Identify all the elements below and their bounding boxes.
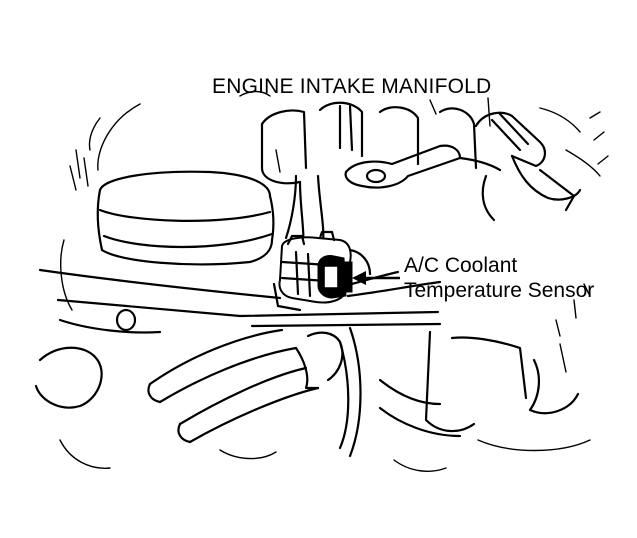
sensor-callout-line-2: Temperature Sensor: [404, 279, 595, 302]
intake-manifold: [239, 90, 491, 252]
lower-hoses: [34, 326, 362, 469]
right-fitting: [474, 107, 609, 222]
air-duct: [60, 103, 275, 311]
diagram-title: ENGINE INTAKE MANIFOLD: [212, 75, 492, 98]
sensor-callout-line-1: A/C Coolant: [404, 254, 518, 277]
sensor-callout-label: A/C Coolant Temperature Sensor: [404, 253, 594, 303]
vacuum-line: [275, 149, 298, 240]
callout-arrow: [352, 271, 400, 285]
coolant-temperature-sensor: [317, 255, 353, 299]
right-lower-structure: [378, 283, 591, 472]
coolant-pipes: [38, 268, 442, 334]
mounting-bracket: [344, 144, 502, 189]
